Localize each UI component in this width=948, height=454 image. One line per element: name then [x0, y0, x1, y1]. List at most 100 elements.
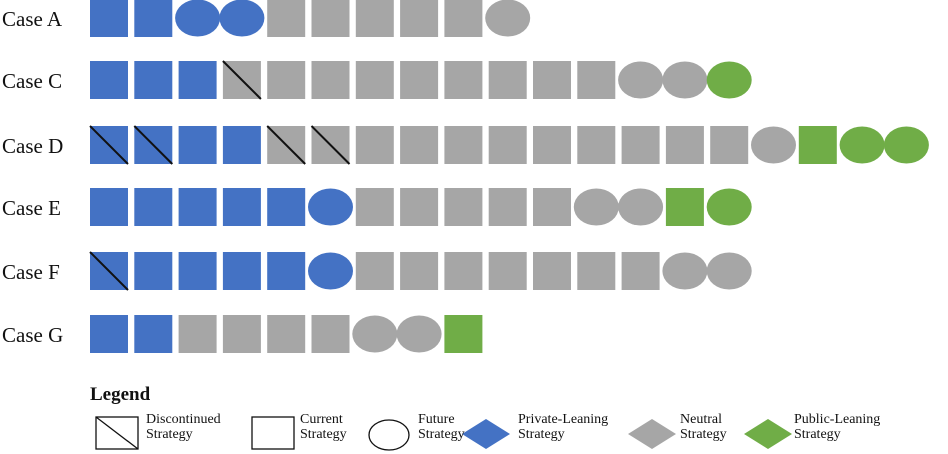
private-current-strategy	[134, 61, 173, 99]
neutral-current-strategy	[311, 61, 350, 99]
neutral-current-strategy	[444, 188, 483, 226]
discontinued-slash	[310, 125, 351, 165]
neutral-current-strategy	[400, 126, 439, 164]
case-row: Case D	[2, 125, 929, 165]
private-current-strategy	[134, 252, 173, 290]
legend-future-symbol	[368, 419, 410, 451]
private-current-strategy	[178, 252, 217, 290]
neutral-current-strategy	[444, 0, 483, 37]
neutral-current-strategy	[444, 126, 483, 164]
neutral-current-strategy	[577, 126, 616, 164]
neutral-future-strategy	[662, 252, 708, 290]
neutral-future-strategy	[662, 61, 708, 99]
private-current-strategy	[267, 252, 306, 290]
neutral-current-strategy	[400, 61, 439, 99]
case-label: Case E	[2, 196, 61, 220]
neutral-current-strategy	[444, 252, 483, 290]
legend-discontinued-slash	[95, 416, 139, 450]
neutral-current-strategy	[444, 61, 483, 99]
public-future-strategy	[839, 126, 885, 164]
neutral-current-strategy	[355, 61, 394, 99]
private-current-strategy	[134, 0, 173, 37]
legend-neutral-symbol	[628, 419, 676, 449]
legend-title: Legend	[90, 384, 151, 405]
discontinued-slash	[266, 125, 306, 165]
case-row: Case G	[2, 315, 483, 353]
case-row: Case E	[2, 188, 752, 226]
private-current-strategy	[222, 126, 261, 164]
private-current-strategy	[90, 0, 128, 37]
neutral-current-strategy	[311, 315, 350, 353]
private-current-strategy	[90, 61, 128, 99]
neutral-current-strategy	[488, 61, 527, 99]
neutral-current-strategy	[311, 0, 350, 37]
neutral-future-strategy	[618, 61, 664, 99]
neutral-current-strategy	[222, 315, 261, 353]
private-future-strategy	[175, 0, 221, 37]
private-current-strategy	[134, 315, 173, 353]
neutral-current-strategy	[355, 126, 394, 164]
private-current-strategy	[134, 188, 173, 226]
neutral-current-strategy	[488, 126, 527, 164]
neutral-current-strategy	[710, 126, 749, 164]
case-row: Case F	[2, 251, 752, 291]
neutral-current-strategy	[355, 188, 394, 226]
neutral-current-strategy	[577, 61, 616, 99]
private-current-strategy	[222, 188, 261, 226]
neutral-future-strategy	[485, 0, 531, 37]
neutral-current-strategy	[533, 126, 571, 164]
private-current-strategy	[178, 126, 217, 164]
neutral-current-strategy	[665, 126, 704, 164]
legend-discontinued-symbol	[95, 416, 139, 450]
neutral-current-strategy	[355, 252, 394, 290]
legend-current-symbol	[251, 416, 295, 450]
discontinued-slash	[89, 125, 129, 165]
neutral-future-strategy	[706, 252, 752, 290]
private-future-strategy	[308, 188, 353, 226]
neutral-current-strategy	[533, 61, 571, 99]
legend-public-symbol	[744, 419, 792, 449]
legend-private-symbol	[462, 419, 510, 449]
case-label: Case D	[2, 134, 63, 158]
case-label: Case A	[2, 7, 63, 31]
neutral-current-strategy	[577, 252, 616, 290]
public-future-strategy	[706, 61, 752, 99]
neutral-current-strategy	[488, 188, 527, 226]
public-current-strategy	[444, 315, 483, 353]
neutral-current-strategy	[533, 188, 571, 226]
neutral-current-strategy	[621, 252, 660, 290]
neutral-current-strategy	[621, 126, 660, 164]
neutral-current-strategy	[178, 315, 217, 353]
discontinued-slash	[133, 125, 174, 165]
private-current-strategy	[90, 188, 128, 226]
legend	[95, 416, 792, 451]
public-current-strategy	[665, 188, 704, 226]
neutral-future-strategy	[618, 188, 664, 226]
public-future-strategy	[883, 126, 929, 164]
public-current-strategy	[798, 126, 837, 164]
public-future-strategy	[706, 188, 752, 226]
private-future-strategy	[308, 252, 353, 290]
neutral-current-strategy	[267, 315, 306, 353]
case-row: Case C	[2, 60, 752, 100]
discontinued-slash	[89, 251, 129, 291]
neutral-current-strategy	[400, 0, 439, 37]
private-current-strategy	[90, 315, 128, 353]
private-future-strategy	[219, 0, 265, 37]
private-current-strategy	[267, 188, 306, 226]
neutral-future-strategy	[396, 315, 442, 353]
private-current-strategy	[178, 188, 217, 226]
case-label: Case G	[2, 323, 63, 347]
neutral-current-strategy	[533, 252, 571, 290]
neutral-future-strategy	[352, 315, 398, 353]
neutral-current-strategy	[400, 188, 439, 226]
neutral-future-strategy	[751, 126, 796, 164]
neutral-future-strategy	[573, 188, 619, 226]
